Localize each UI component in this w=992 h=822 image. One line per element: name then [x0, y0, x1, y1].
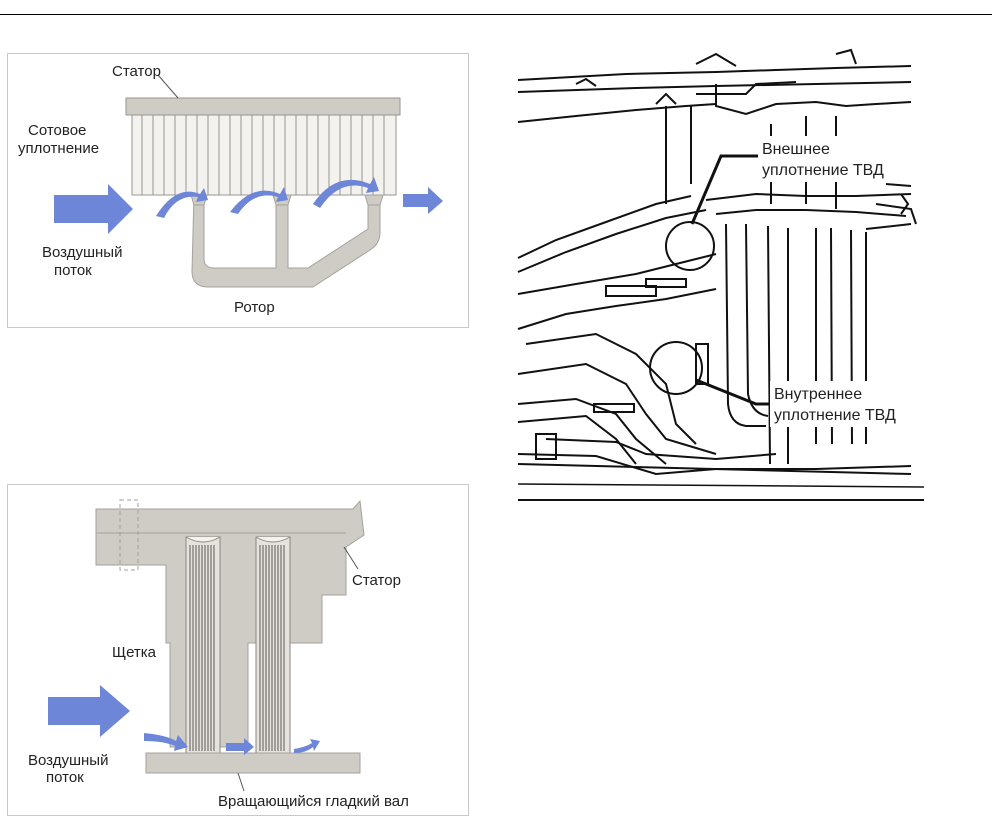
honeycomb-label-line1: Сотовое	[28, 122, 86, 139]
brush-flow-arrow-3	[294, 739, 320, 753]
engine-shaft-line	[518, 484, 924, 487]
airflow-label-line1: Воздушный	[42, 244, 122, 261]
outer-seal-circle	[666, 222, 714, 270]
rotor-label: Ротор	[234, 299, 275, 316]
shaft-leader	[238, 773, 244, 791]
honeycomb-label-line2: уплотнение	[18, 140, 99, 157]
inner-seal-label-line2: уплотнение ТВД	[774, 407, 896, 424]
brush-pack-2	[256, 537, 290, 753]
brush-airflow-label-line2: поток	[46, 769, 84, 786]
brush-airflow-label-line1: Воздушный	[28, 752, 108, 769]
shaft-label: Вращающийся гладкий вал	[218, 793, 409, 810]
rotor-body	[192, 195, 380, 287]
engine-section-drawing: Внешнее уплотнение ТВД Внутреннее уплотн…	[516, 44, 928, 506]
flow-arrow-exit	[403, 187, 443, 214]
honeycomb-seal-diagram: Статор Сотовое уплотнение Воздушный пото…	[8, 54, 468, 327]
brush-airflow-arrow-large	[48, 685, 130, 737]
brush-seal-panel: Статор Щетка Воздушный поток Вращающийся…	[7, 484, 469, 816]
rotor-fin-3	[365, 195, 383, 205]
engine-section-figure: Внешнее уплотнение ТВД Внутреннее уплотн…	[516, 44, 928, 506]
brush-pack-1	[186, 537, 220, 753]
brush-seal-diagram: Статор Щетка Воздушный поток Вращающийся…	[8, 485, 468, 815]
outer-seal-label-line1: Внешнее	[762, 141, 830, 158]
stator-leader	[158, 75, 178, 98]
brush-label: Щетка	[112, 644, 157, 661]
inner-seal-leader	[696, 380, 772, 404]
outer-seal-label-line2: уплотнение ТВД	[762, 162, 884, 179]
brush-stator-body	[96, 501, 364, 747]
stator-label: Статор	[112, 63, 161, 80]
stator-bar	[126, 98, 400, 115]
page-top-rule	[0, 14, 992, 15]
airflow-arrow-large	[54, 184, 133, 234]
rotating-shaft	[146, 753, 360, 773]
honeycomb-seal-panel: Статор Сотовое уплотнение Воздушный пото…	[7, 53, 469, 328]
inner-seal-circle	[650, 342, 702, 394]
airflow-label-line2: поток	[54, 262, 92, 279]
brush-stator-label: Статор	[352, 572, 401, 589]
inner-seal-label-line1: Внутреннее	[774, 386, 862, 403]
